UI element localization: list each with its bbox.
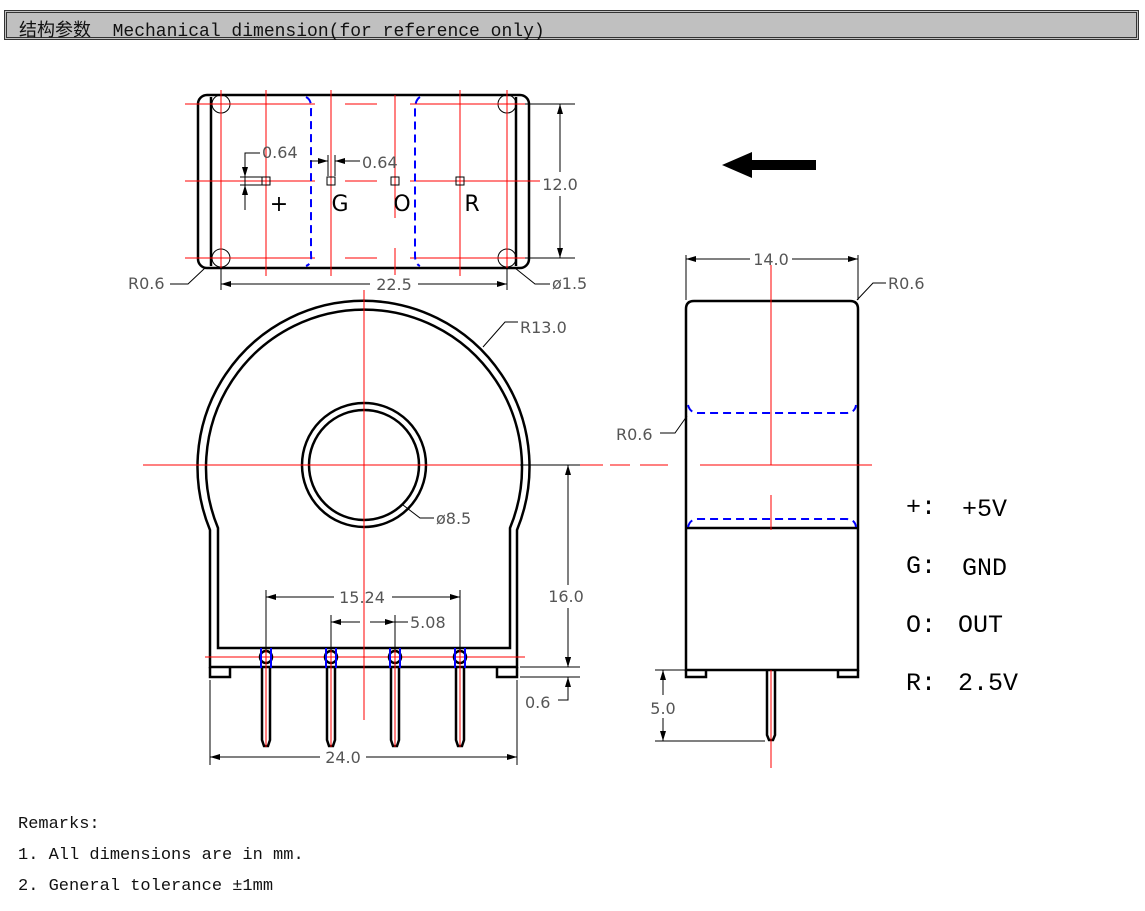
pin-label-g: G	[331, 192, 348, 217]
dim-height-16: 16.0	[548, 587, 584, 606]
top-view: + G O R 0.64 0.64 12.0 22.5 R0.6 ø1.5	[128, 90, 587, 294]
dim-corner-radius: R0.6	[128, 274, 165, 293]
dim-standoff: 0.6	[525, 693, 550, 712]
pin-label-o: O	[393, 192, 410, 217]
legend-desc: 2.5V	[958, 669, 1018, 698]
dim-pin-span: 15.24	[339, 588, 385, 607]
legend-desc: GND	[962, 554, 1007, 583]
legend-desc: OUT	[958, 611, 1003, 640]
legend-pin: R:	[906, 669, 936, 698]
dim-side-radius: R0.6	[616, 425, 653, 444]
remark-item: 2. General tolerance ±1mm	[18, 877, 274, 896]
section-title: 结构参数 Mechanical dimension(for reference …	[19, 22, 545, 42]
dim-hole-diameter: ø8.5	[436, 509, 471, 528]
legend-pin: O:	[906, 611, 936, 640]
remark-item: 1. All dimensions are in mm.	[18, 846, 304, 865]
pin-label-plus: +	[270, 192, 288, 217]
legend-pin: +:	[906, 493, 936, 522]
dim-outer-radius: R13.0	[520, 318, 567, 337]
dim-pin-pitch: 5.08	[410, 613, 446, 632]
dim-side-radius-top: R0.6	[888, 274, 925, 293]
dim-hole-dia: ø1.5	[552, 274, 587, 293]
direction-arrow-icon	[722, 152, 816, 178]
legend-desc: +5V	[962, 495, 1007, 524]
legend-pin: G:	[906, 552, 936, 581]
side-view: 14.0 R0.6 R0.6 5.0	[610, 152, 925, 768]
dim-side-width: 14.0	[753, 250, 789, 269]
dim-width-24: 24.0	[325, 748, 361, 767]
dim-height-12: 12.0	[542, 175, 578, 194]
remarks-title: Remarks:	[18, 815, 100, 834]
dim-span-22-5: 22.5	[376, 275, 412, 294]
pin-label-r: R	[464, 192, 479, 217]
dim-pad-width: 0.64	[362, 153, 398, 172]
dim-pin-length: 5.0	[650, 699, 675, 718]
pin-legend: +: +5V G: GND O: OUT R: 2.5V	[906, 493, 1018, 698]
section-header: 结构参数 Mechanical dimension(for reference …	[4, 10, 1139, 42]
front-view: R13.0 ø8.5 16.0 0.6 15.24 5.08 24.0	[143, 290, 603, 767]
dim-pad-height: 0.64	[262, 143, 298, 162]
